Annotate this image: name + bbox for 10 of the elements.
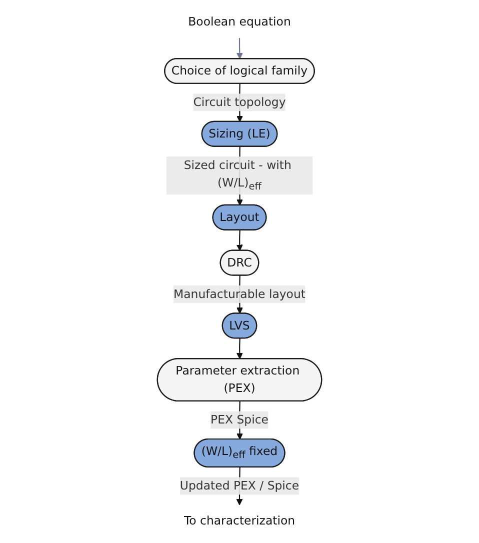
edge-label: Updated PEX / Spice — [180, 478, 300, 493]
node-text: To characterization — [184, 514, 296, 528]
edge-label: Manufacturable layout — [174, 286, 306, 301]
arrow — [236, 338, 243, 360]
edge-label: Sized circuit - with (W/L)$_{eff}$ — [184, 158, 292, 193]
edge-label: PEX Spice — [210, 412, 268, 427]
arrow — [236, 38, 243, 60]
node-text: Boolean equation — [188, 14, 291, 29]
arrow — [236, 230, 243, 251]
edge-label: Circuit topology — [193, 95, 286, 109]
